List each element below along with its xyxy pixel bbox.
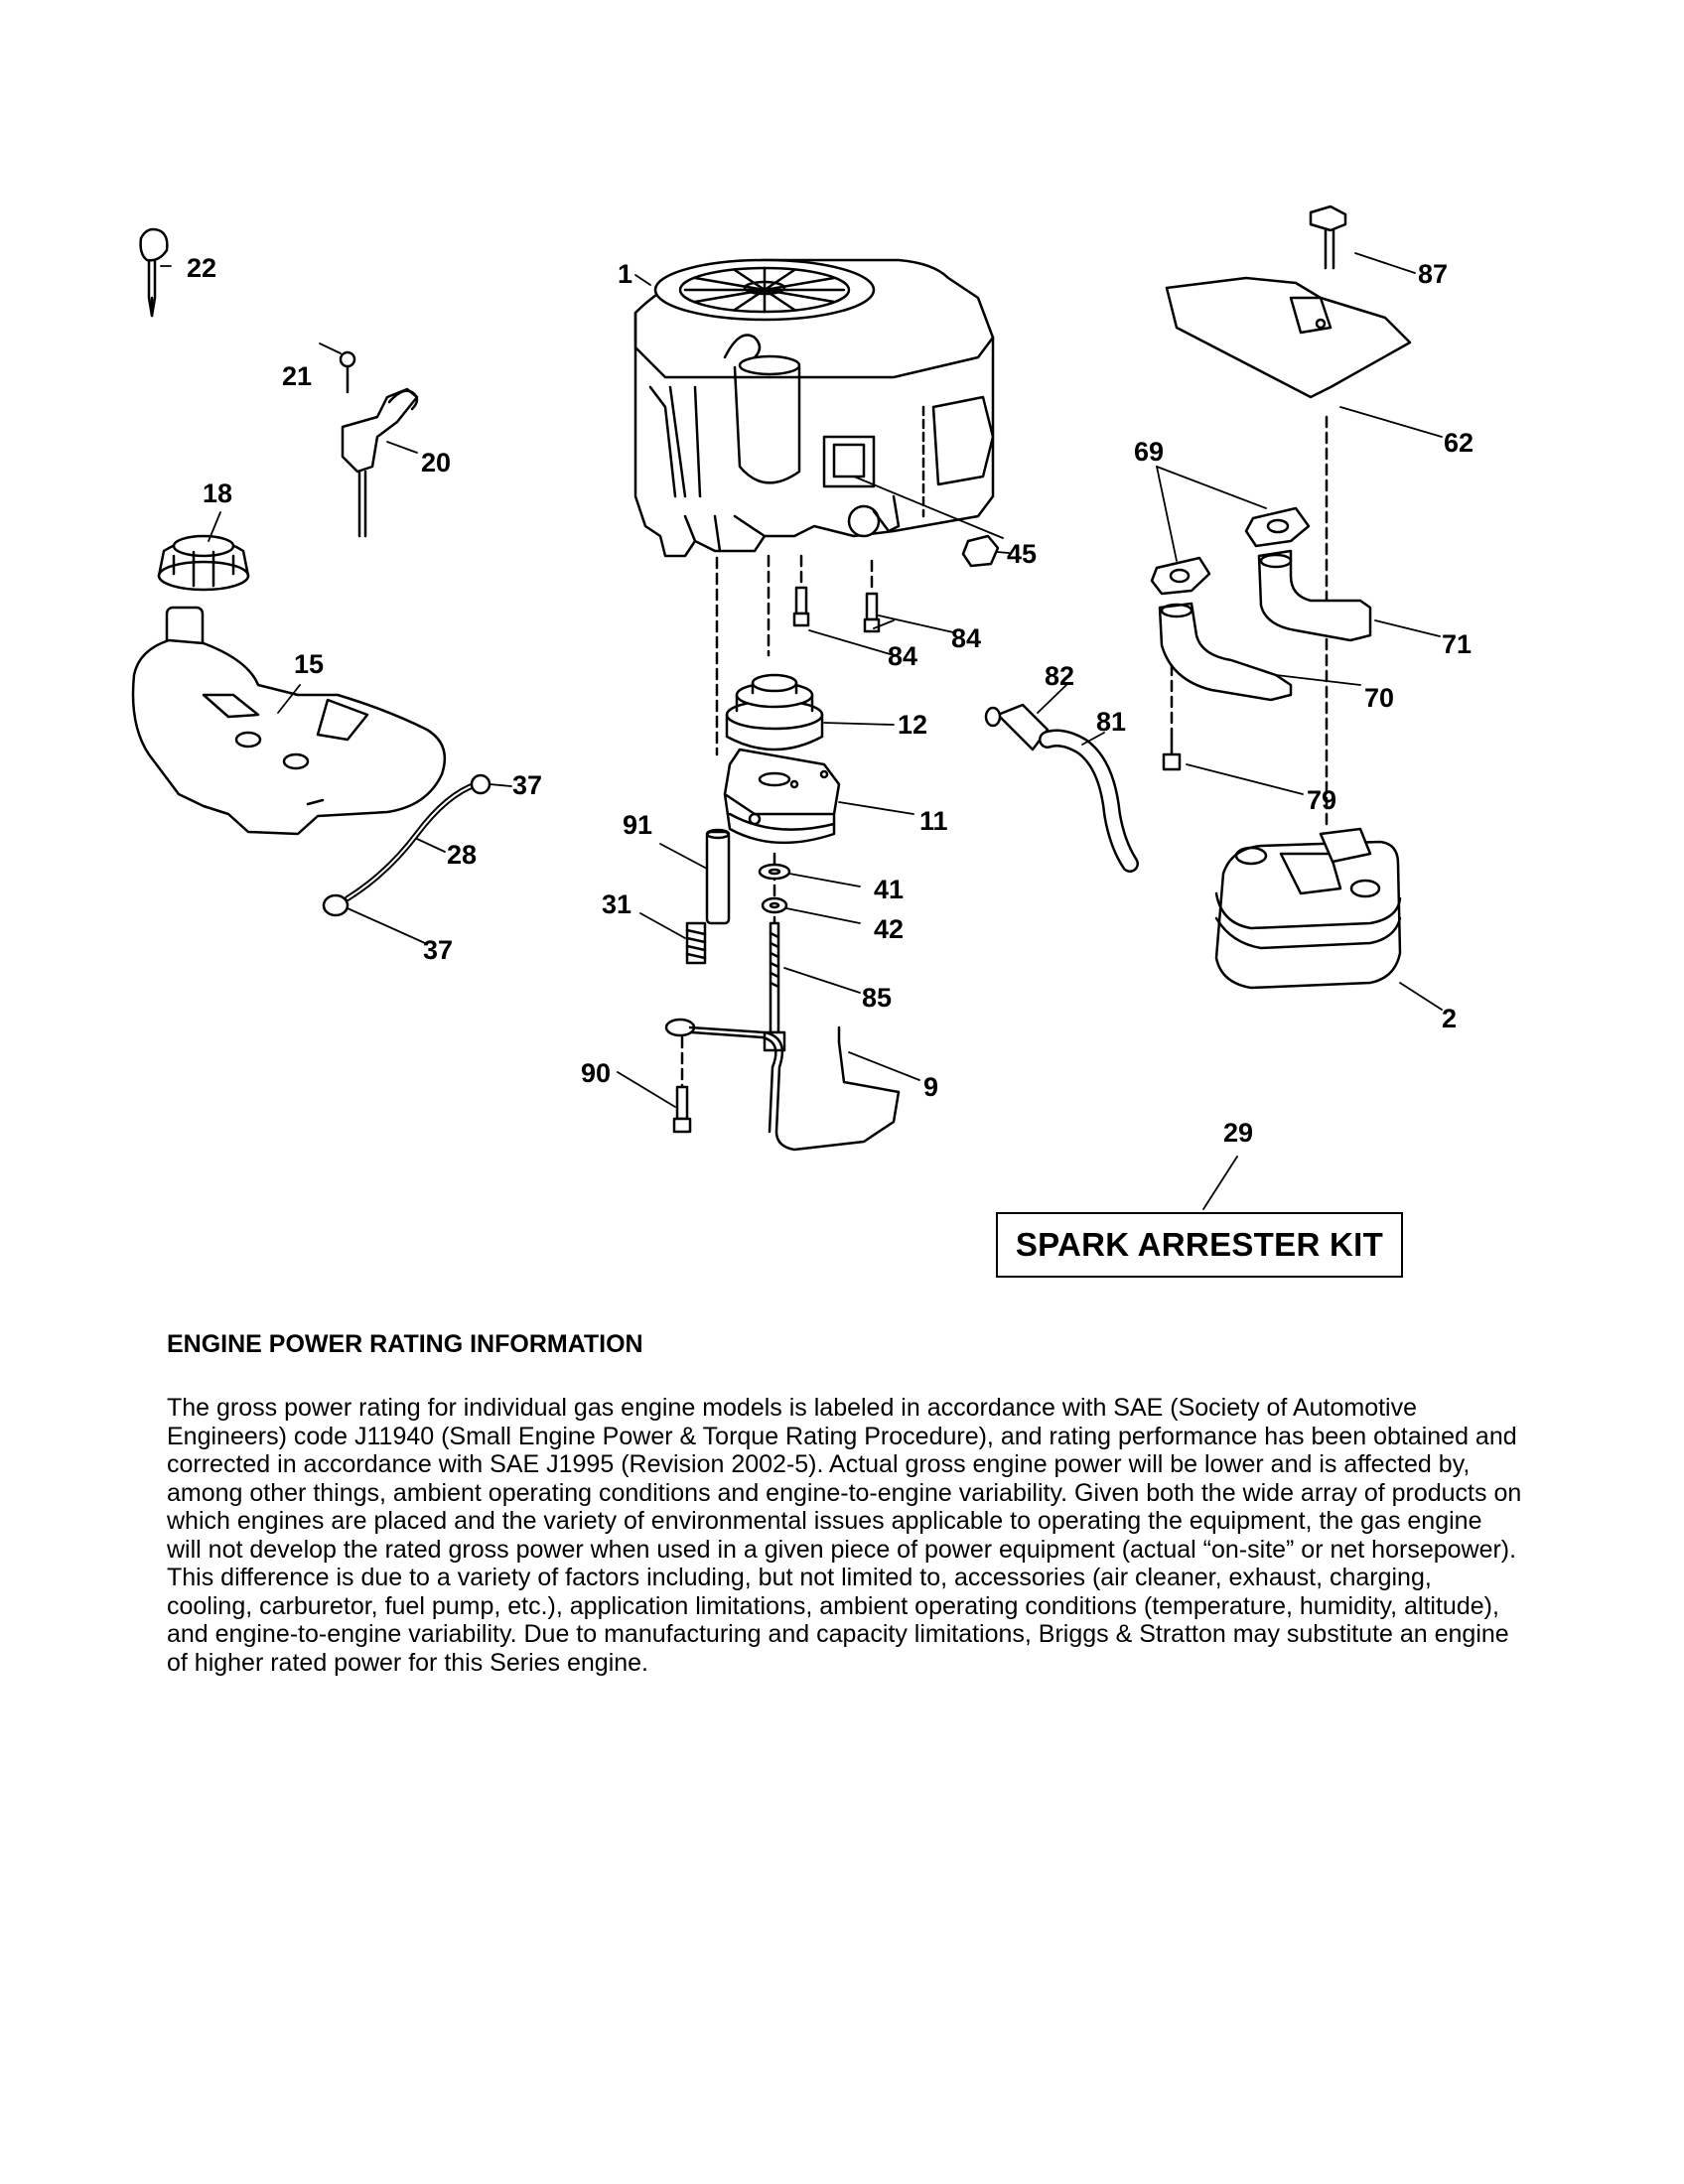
engine-parts-diagram: 22 21 20 18 15 37 28 37 1 45 84 84 12 11…	[131, 205, 1474, 1210]
part-87-bolt	[1309, 205, 1347, 270]
engine-info-heading: ENGINE POWER RATING INFORMATION	[167, 1330, 643, 1358]
callout-90: 90	[581, 1058, 611, 1088]
callout-41: 41	[874, 875, 904, 904]
callout-81: 81	[1096, 707, 1126, 737]
part-21-bolt	[339, 350, 356, 394]
callout-numbers: 22 21 20 18 15 37 28 37 1 45 84 84 12 11…	[187, 253, 1474, 1148]
callout-15: 15	[294, 649, 324, 679]
callout-28: 28	[447, 840, 477, 870]
callout-12: 12	[898, 710, 927, 740]
callout-18: 18	[203, 478, 232, 508]
callout-79: 79	[1307, 785, 1336, 815]
callout-37-upper: 37	[512, 770, 542, 800]
callout-29: 29	[1223, 1118, 1253, 1148]
callout-9: 9	[923, 1072, 938, 1102]
part-82-fitting	[984, 703, 1050, 751]
callout-37-lower: 37	[423, 935, 453, 965]
part-69-gasket-lower	[1150, 556, 1211, 596]
part-28-fuel-line	[345, 781, 480, 901]
callout-2: 2	[1442, 1004, 1457, 1033]
callout-62: 62	[1444, 428, 1474, 458]
callout-87: 87	[1418, 259, 1448, 289]
part-31-spring	[685, 921, 707, 965]
leader-lines	[160, 252, 1443, 1210]
part-84-bolt-left	[792, 586, 810, 627]
part-91-spacer	[705, 828, 731, 925]
callout-45: 45	[1007, 539, 1037, 569]
part-42-washer	[761, 896, 788, 914]
callout-42: 42	[874, 914, 904, 944]
part-22-knob-screw	[139, 227, 169, 318]
part-2-muffler	[1214, 827, 1402, 990]
part-85-bolt	[763, 921, 786, 1052]
part-20-bracket	[341, 387, 419, 538]
callout-1: 1	[618, 259, 632, 289]
callout-31: 31	[602, 889, 632, 919]
callout-22: 22	[187, 253, 216, 283]
callout-84-right: 84	[951, 623, 981, 653]
part-12-pulley	[725, 673, 824, 751]
callout-91: 91	[623, 810, 652, 840]
callout-20: 20	[421, 448, 451, 478]
part-15-fuel-tank	[131, 606, 447, 836]
part-79-bolt	[1162, 733, 1182, 771]
callout-85: 85	[862, 983, 892, 1013]
callout-69: 69	[1134, 437, 1164, 467]
part-1-engine	[633, 258, 995, 558]
part-9-brake-rod	[664, 1018, 901, 1152]
part-62-heat-shield	[1165, 276, 1412, 399]
part-69-gasket-upper	[1244, 506, 1311, 548]
part-90-bolt	[672, 1085, 692, 1134]
part-84-bolt-right	[863, 592, 881, 633]
callout-70: 70	[1364, 683, 1394, 713]
callout-21: 21	[282, 361, 312, 391]
callout-71: 71	[1442, 629, 1472, 659]
part-71-exhaust-pipe	[1257, 549, 1372, 642]
spark-arrester-kit-label: SPARK ARRESTER KIT	[996, 1212, 1403, 1278]
part-70-exhaust-pipe	[1158, 602, 1293, 702]
part-11-clutch	[723, 748, 841, 845]
part-37-clamp-upper	[470, 773, 491, 795]
engine-info-paragraph: The gross power rating for individual ga…	[167, 1394, 1522, 1677]
callout-11: 11	[919, 806, 948, 836]
part-37-clamp-lower	[322, 893, 350, 917]
muffler-alignment-lines	[1170, 415, 1329, 826]
part-45-nut	[961, 534, 1000, 568]
part-41-washer	[758, 863, 791, 881]
callout-84-left: 84	[888, 641, 917, 671]
part-81-hose	[1039, 729, 1139, 873]
callout-82: 82	[1045, 661, 1074, 691]
part-18-fuel-cap	[157, 534, 250, 592]
